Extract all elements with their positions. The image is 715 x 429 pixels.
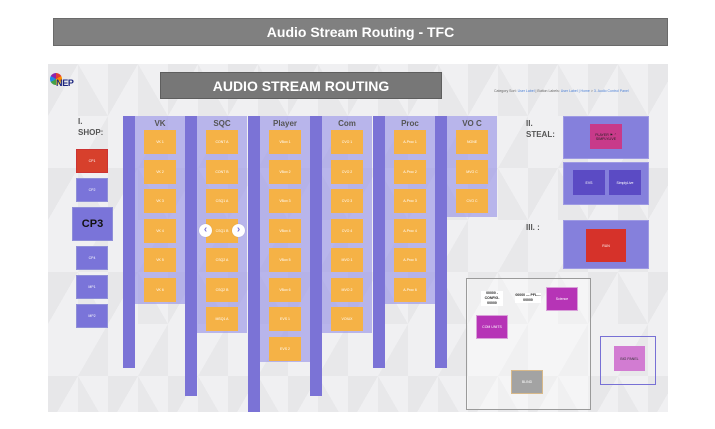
logo-text: NEP bbox=[56, 78, 74, 88]
column-title: Com bbox=[338, 119, 356, 128]
column-scrollbar[interactable] bbox=[248, 116, 260, 412]
column-title: SQC bbox=[213, 119, 231, 128]
route-tile[interactable]: VK 2 bbox=[144, 159, 176, 184]
next-arrow-button[interactable]: › bbox=[232, 224, 245, 237]
route-tile[interactable]: A-Proc 2 bbox=[394, 159, 426, 184]
route-tile[interactable]: CSQ1 A bbox=[206, 189, 238, 213]
run-button[interactable]: RUN bbox=[586, 229, 626, 262]
shop-button-cp3[interactable]: CP3 bbox=[72, 207, 113, 241]
config-label: 00000 - CONFIG- 00000 bbox=[481, 291, 503, 306]
breadcrumb-current[interactable]: 3. Audio Control Panel bbox=[593, 89, 629, 93]
steal-label-text: STEAL: bbox=[526, 130, 555, 139]
column-title: Player bbox=[272, 119, 298, 128]
route-tile[interactable]: VBox 6 bbox=[269, 277, 301, 302]
route-tile[interactable]: CVO 2 bbox=[331, 159, 363, 184]
steal-evs-button[interactable]: EVS bbox=[573, 170, 605, 195]
routing-area: 00000 - CONFIG- 00000 00000 --- PFL--- 0… bbox=[466, 278, 591, 410]
category-sort-link[interactable]: User Label bbox=[517, 89, 535, 93]
route-tile[interactable]: CVO C bbox=[456, 189, 488, 213]
category-sort-label: Category Sort: bbox=[494, 89, 517, 93]
route-tile[interactable]: VK 3 bbox=[144, 189, 176, 213]
steal-buttons-group: EVS SimplyLive bbox=[563, 162, 649, 205]
route-tile[interactable]: A-Proc 4 bbox=[394, 218, 426, 243]
column-title: VK bbox=[154, 119, 166, 128]
route-tile[interactable]: CONT B bbox=[206, 159, 238, 184]
blind-button[interactable]: BLIND bbox=[511, 370, 543, 394]
player-simplylive-button[interactable]: PLAYER ⚑ ⌃ SIMPLYLIVE bbox=[590, 124, 622, 149]
shop-label-number: I. bbox=[78, 117, 83, 126]
route-tile[interactable]: VK 4 bbox=[144, 218, 176, 243]
route-tile[interactable]: A-Proc 1 bbox=[394, 130, 426, 154]
column-title: VO C bbox=[462, 119, 482, 128]
button-labels-label: | Button Labels: bbox=[535, 89, 560, 93]
nep-logo: NEP bbox=[50, 73, 80, 89]
breadcrumb: Category Sort: User Label | Button Label… bbox=[494, 89, 629, 93]
column-scrollbar[interactable] bbox=[435, 116, 447, 368]
route-tile[interactable]: MVO 1 bbox=[331, 248, 363, 272]
route-tile[interactable]: VBox 4 bbox=[269, 218, 301, 243]
big-panel-button[interactable]: BIG PANEL bbox=[614, 346, 645, 371]
route-tile[interactable]: CVO 4 bbox=[331, 218, 363, 243]
route-tile[interactable]: A-Proc 6 bbox=[394, 277, 426, 302]
route-tile[interactable]: EVS 1 bbox=[269, 307, 301, 331]
route-tile[interactable]: VK 1 bbox=[144, 130, 176, 154]
column-title: Proc bbox=[401, 119, 419, 128]
route-tile[interactable]: VBox 3 bbox=[269, 189, 301, 213]
route-tile[interactable]: A-Proc 3 bbox=[394, 189, 426, 213]
route-tile[interactable]: VK 5 bbox=[144, 248, 176, 272]
steal-simplylive-button[interactable]: SimplyLive bbox=[609, 170, 641, 195]
column-scrollbar[interactable] bbox=[373, 116, 385, 368]
button-labels-link[interactable]: User Label bbox=[560, 89, 578, 93]
steal-label-number: II. bbox=[526, 119, 533, 128]
route-tile[interactable]: VOIUX bbox=[331, 307, 363, 331]
shop-label-text: SHOP: bbox=[78, 128, 104, 137]
steal-label: II. STEAL: bbox=[526, 118, 555, 140]
column-scrollbar[interactable] bbox=[185, 116, 197, 396]
panel-header: AUDIO STREAM ROUTING bbox=[160, 72, 442, 99]
color-wheel-icon bbox=[50, 73, 62, 85]
shop-button-mp2[interactable]: MP2 bbox=[76, 304, 108, 328]
section3-group: RUN bbox=[563, 220, 649, 269]
route-tile[interactable]: VBox 1 bbox=[269, 130, 301, 154]
shop-button-cp1[interactable]: CP1 bbox=[76, 149, 108, 173]
shop-button-cp4[interactable]: CP4 bbox=[76, 246, 108, 270]
column-scrollbar[interactable] bbox=[310, 116, 322, 396]
route-tile[interactable]: NONE bbox=[456, 130, 488, 154]
route-tile[interactable]: EVS 2 bbox=[269, 336, 301, 361]
steal-player-group: PLAYER ⚑ ⌃ SIMPLYLIVE bbox=[563, 116, 649, 159]
route-tile[interactable]: A-Proc 5 bbox=[394, 248, 426, 272]
breadcrumb-separator: > bbox=[590, 89, 593, 93]
shop-button-cp2[interactable]: CP2 bbox=[76, 178, 108, 202]
route-tile[interactable]: CSQ2 A bbox=[206, 248, 238, 272]
breadcrumb-home[interactable]: | Home bbox=[578, 89, 590, 93]
prev-arrow-button[interactable]: ‹ bbox=[199, 224, 212, 237]
section3-label: III. : bbox=[526, 223, 540, 232]
route-tile[interactable]: CVO 1 bbox=[331, 130, 363, 154]
route-tile[interactable]: MVO C bbox=[456, 159, 488, 184]
route-tile[interactable]: MVO 2 bbox=[331, 277, 363, 302]
route-tile[interactable]: VBox 5 bbox=[269, 248, 301, 272]
route-tile[interactable]: CONT A bbox=[206, 130, 238, 154]
big-panel-group: BIG PANEL bbox=[600, 336, 656, 385]
route-tile[interactable]: MSQ1 A bbox=[206, 307, 238, 331]
com-units-button[interactable]: COM UNITS bbox=[476, 315, 508, 339]
science-button[interactable]: Science bbox=[546, 287, 578, 311]
pfl-label: 00000 --- PFL--- 00000 bbox=[515, 293, 541, 303]
route-tile[interactable]: CVO 3 bbox=[331, 189, 363, 213]
page-title: Audio Stream Routing - TFC bbox=[53, 18, 668, 46]
route-tile[interactable]: VBox 2 bbox=[269, 159, 301, 184]
shop-label: I. SHOP: bbox=[78, 116, 103, 138]
control-panel: NEP AUDIO STREAM ROUTING Category Sort: … bbox=[48, 64, 668, 412]
route-tile[interactable]: CSQ2 B bbox=[206, 277, 238, 302]
column-scrollbar[interactable] bbox=[123, 116, 135, 368]
route-tile[interactable]: VK 6 bbox=[144, 277, 176, 302]
shop-button-mp1[interactable]: MP1 bbox=[76, 275, 108, 299]
